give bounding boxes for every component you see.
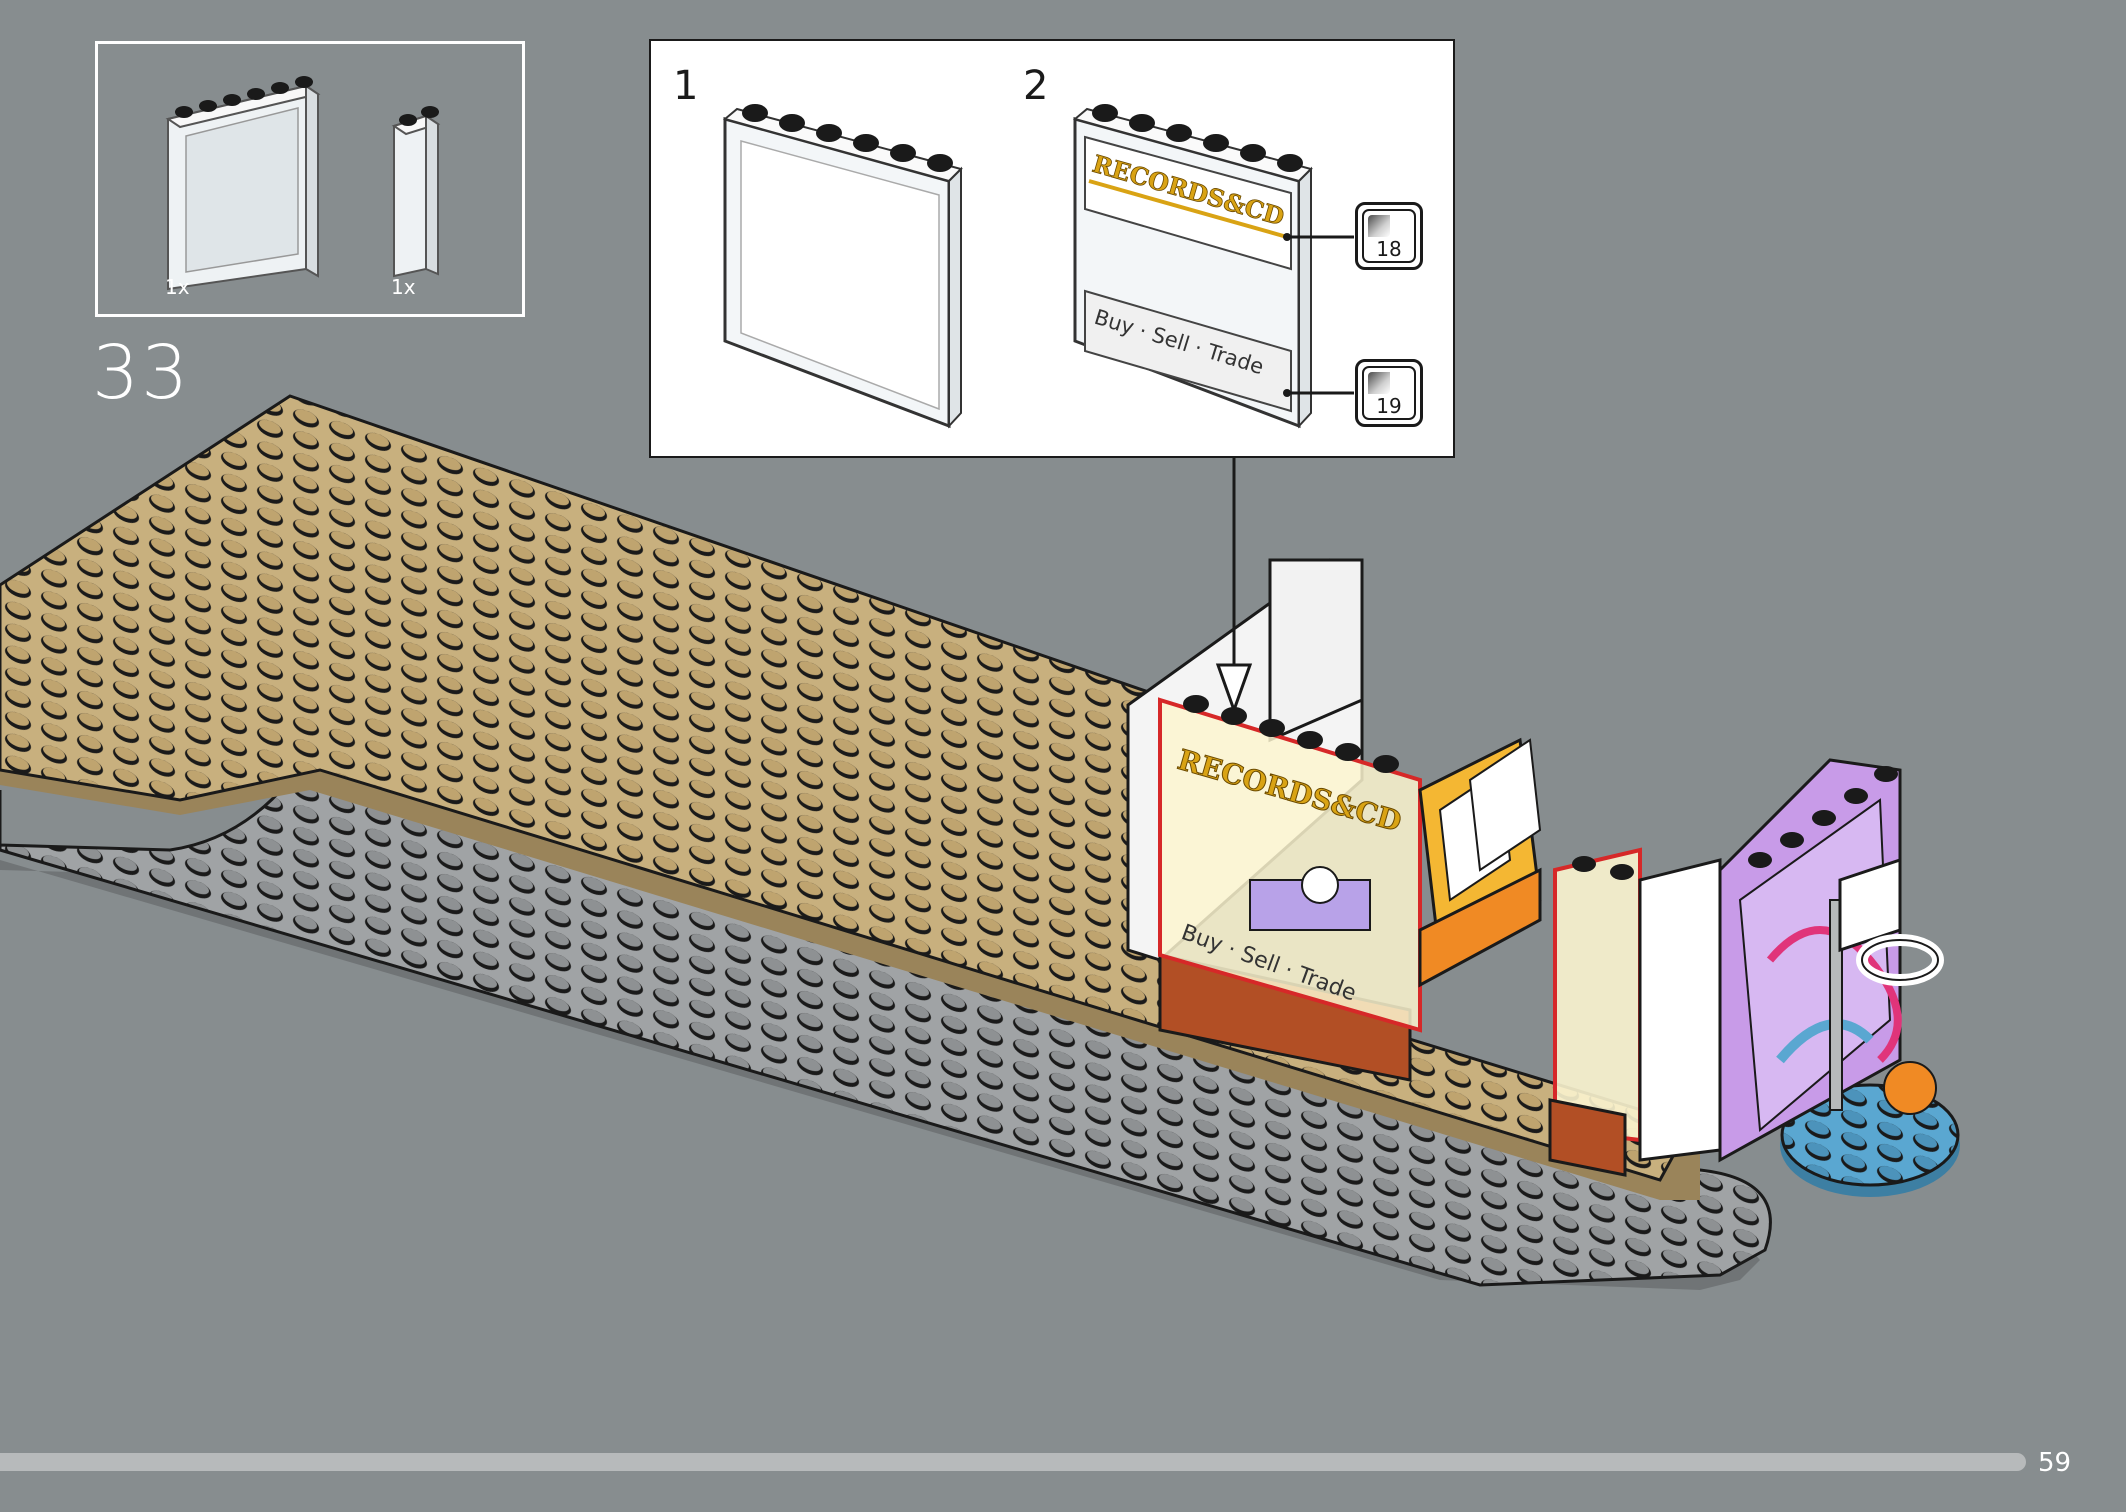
- sticker-19-reference: 19: [1355, 359, 1423, 427]
- substep-number: 2: [1023, 63, 1049, 109]
- sticker-18-reference: 18: [1355, 202, 1423, 270]
- gray-road-plate: [0, 778, 1772, 1290]
- sticker-peel-icon: [1368, 372, 1390, 394]
- record-display-crates: [1418, 737, 1542, 988]
- substep-number: 1: [673, 63, 699, 109]
- placement-arrow: [1215, 458, 1253, 715]
- basketball-hoop: [1829, 857, 1944, 1115]
- subassembly-callout: 1 2 RECORDS&CD Buy · Sell · Trade: [649, 39, 1455, 458]
- corner-window-section: [1548, 847, 1722, 1177]
- parts-illustration: [165, 76, 441, 291]
- stickered-panel: RECORDS&CD Buy · Sell · Trade: [1072, 104, 1354, 429]
- progress-bar: [0, 1453, 2026, 1471]
- sticker-number: 19: [1376, 394, 1402, 418]
- transparent-panel: [722, 104, 963, 429]
- page-number: 59: [2038, 1448, 2072, 1478]
- callout-illustration: RECORDS&CD Buy · Sell · Trade: [722, 104, 1354, 429]
- parts-list-box: 1x 1x: [95, 41, 525, 317]
- step-number: 33: [92, 330, 191, 416]
- sticker-peel-icon: [1368, 215, 1390, 237]
- part-quantity: 1x: [391, 275, 416, 299]
- record-shop-building: RECORDS&CD Buy · Sell · Trade: [1126, 268, 1422, 1082]
- transparent-brick-part: [391, 106, 441, 278]
- sticker-number: 18: [1376, 237, 1402, 261]
- blue-round-plate: [1780, 1083, 1960, 1197]
- part-quantity: 1x: [165, 275, 190, 299]
- transparent-panel-part: [165, 76, 321, 291]
